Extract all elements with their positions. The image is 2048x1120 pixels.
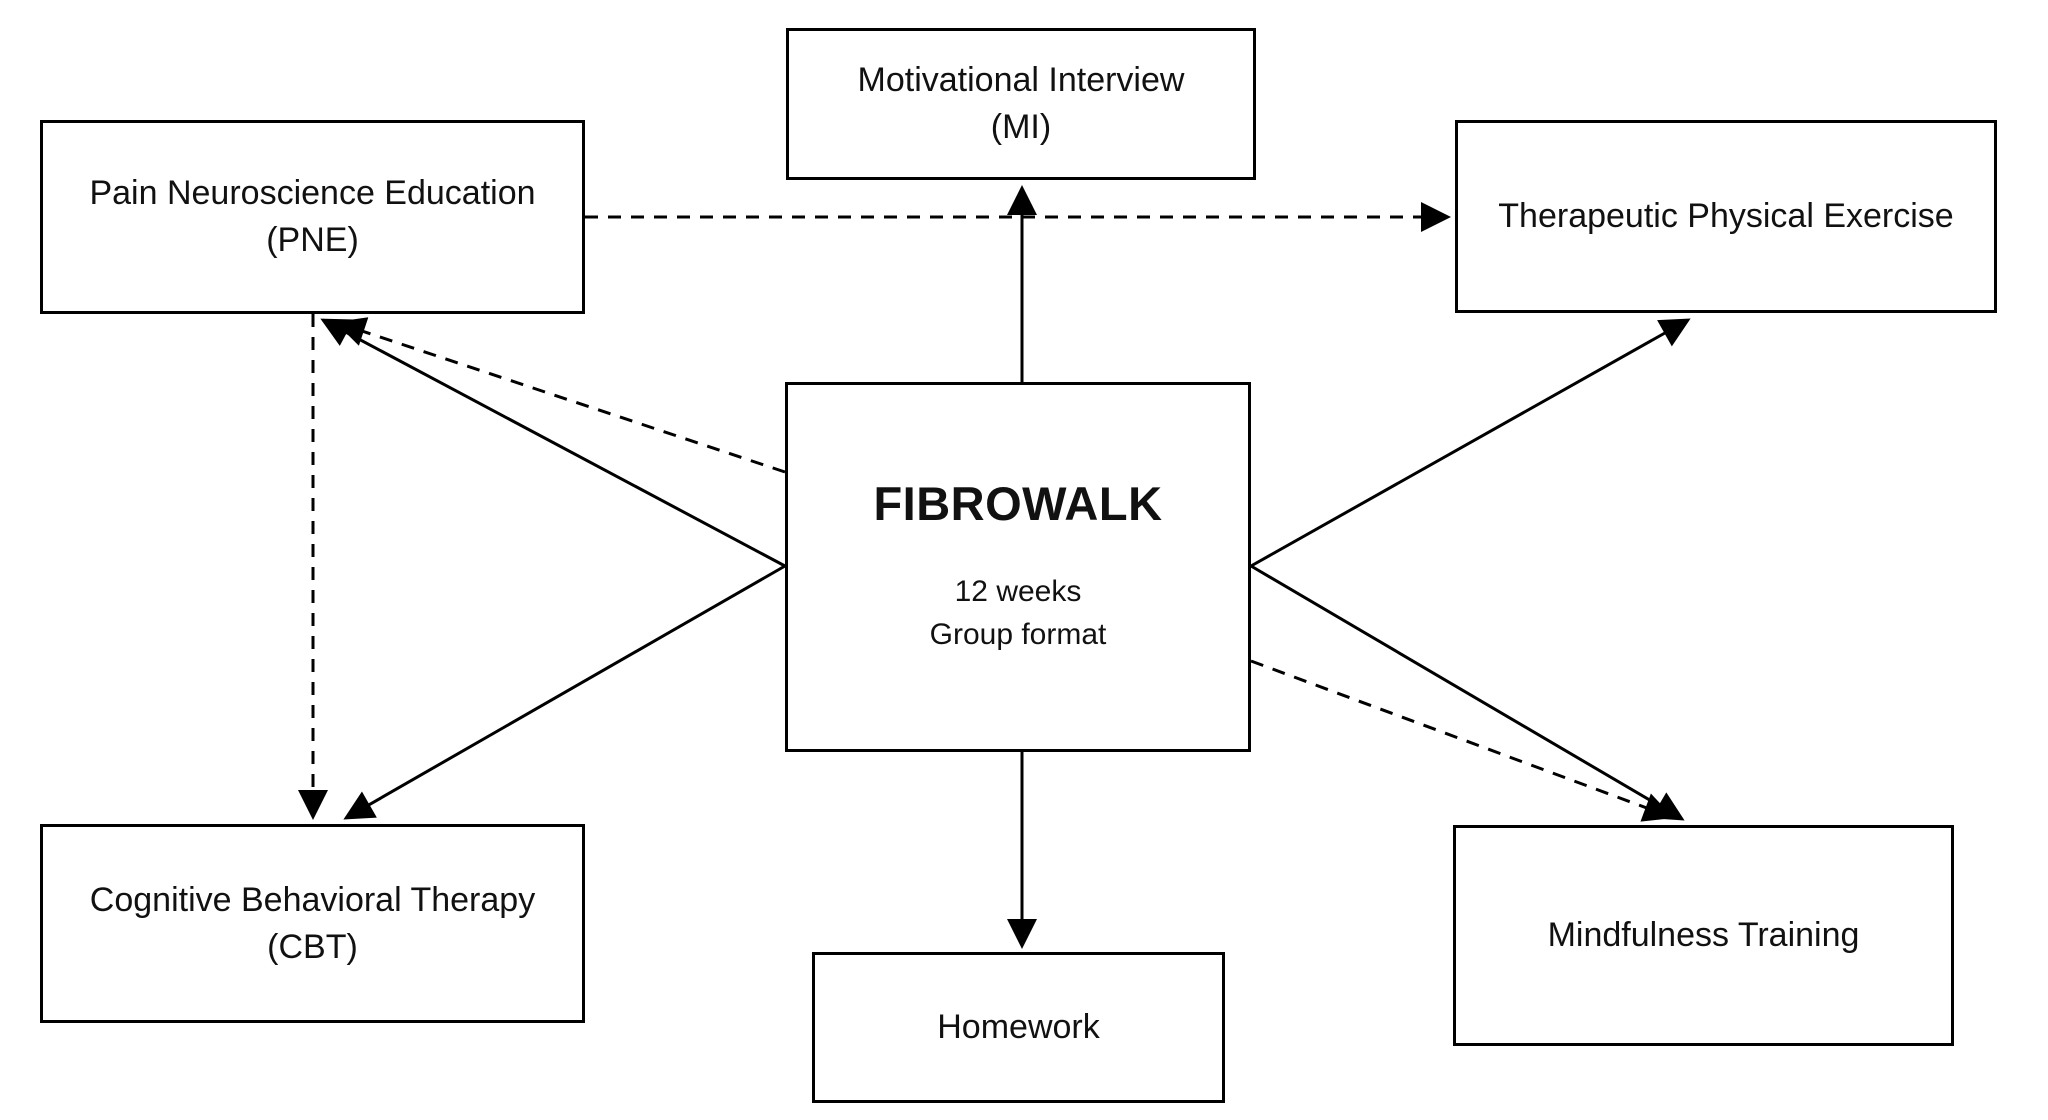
- edge-fibrowalk-to-mindfulness-dashed: [1250, 659, 1674, 822]
- edge-fibrowalk-to-pne: [320, 318, 786, 568]
- node-therapeutic-physical-exercise: Therapeutic Physical Exercise: [1455, 120, 1997, 313]
- node-mindfulness-training: Mindfulness Training: [1453, 825, 1954, 1046]
- fibrowalk-format: Group format: [929, 618, 1107, 652]
- node-abbreviation: (MI): [990, 108, 1052, 146]
- node-motivational-interview: Motivational Interview (MI): [786, 28, 1256, 180]
- fibrowalk-title: FIBROWALK: [873, 477, 1163, 531]
- edge-fibrowalk-to-cbt: [343, 564, 786, 820]
- node-abbreviation: (CBT): [267, 927, 358, 966]
- fibrowalk-duration: 12 weeks: [954, 574, 1082, 608]
- node-fibrowalk-center: FIBROWALK 12 weeks Group format: [785, 382, 1251, 752]
- node-cognitive-behavioral-therapy: Cognitive Behavioral Therapy (CBT): [40, 824, 585, 1023]
- node-label: Mindfulness Training: [1547, 916, 1860, 955]
- node-label: Therapeutic Physical Exercise: [1498, 197, 1954, 236]
- edge-fibrowalk-to-tpe: [1250, 318, 1691, 568]
- node-label: Pain Neuroscience Education: [89, 174, 536, 213]
- node-label: Motivational Interview: [857, 61, 1185, 100]
- edge-fibrowalk-to-mindfulness: [1250, 564, 1685, 821]
- edge-fibrowalk-to-pne-dashed: [335, 317, 786, 474]
- node-pain-neuroscience-education: Pain Neuroscience Education (PNE): [40, 120, 585, 314]
- node-abbreviation: (PNE): [266, 221, 359, 259]
- node-homework: Homework: [812, 952, 1225, 1103]
- node-label: Cognitive Behavioral Therapy: [89, 880, 536, 919]
- node-label: Homework: [937, 1008, 1100, 1047]
